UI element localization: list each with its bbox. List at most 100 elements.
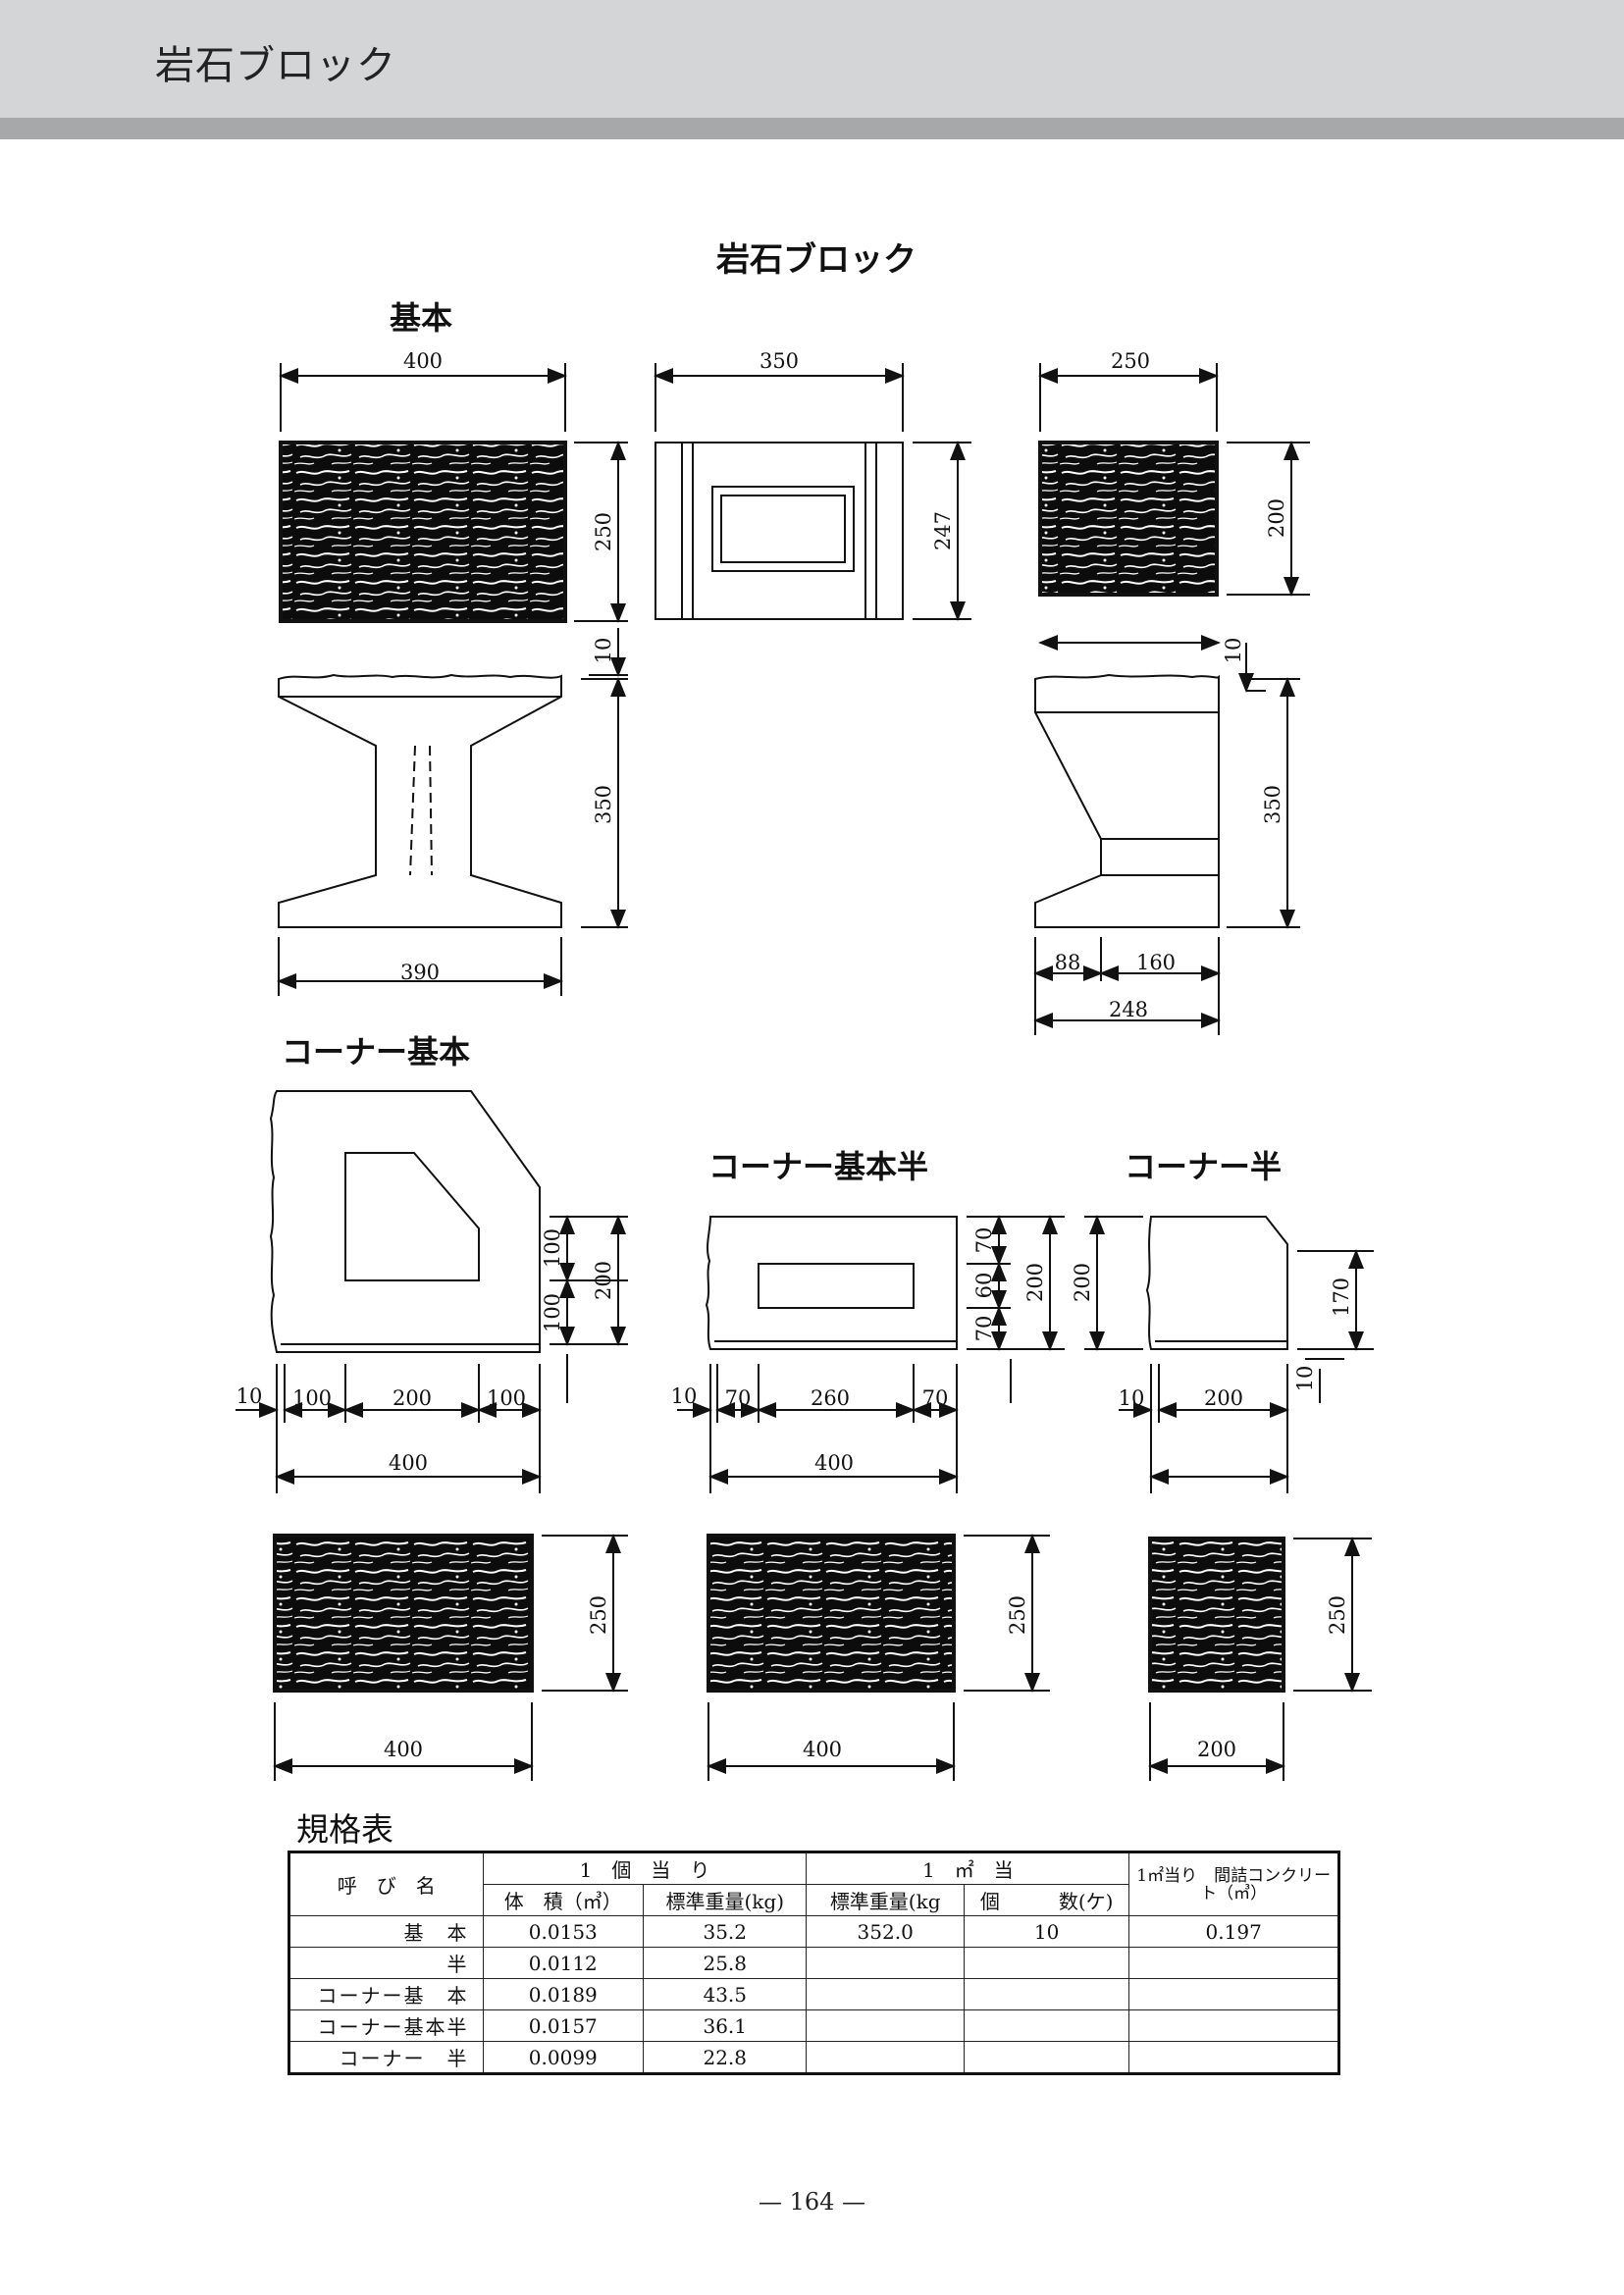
spec-table: 呼 び 名 1 個 当 り 1 ㎡ 当 1㎡当り 間詰コンクリート（㎥） 体 積… bbox=[288, 1851, 1340, 2075]
dim-label: 248 bbox=[1109, 998, 1148, 1021]
cell-volume: 0.0112 bbox=[482, 1947, 645, 1979]
cell-count bbox=[963, 1947, 1130, 1979]
corner-basic-plan bbox=[269, 1090, 541, 1353]
dim-label: 250 bbox=[587, 1595, 610, 1635]
cell-weight-m2: 352.0 bbox=[806, 1915, 965, 1948]
dim-label: 350 bbox=[1261, 785, 1284, 824]
dim-label: 250 bbox=[1326, 1595, 1349, 1635]
header-band bbox=[0, 0, 1624, 118]
cell-weight-m2 bbox=[806, 1978, 965, 2010]
cell-count bbox=[963, 2041, 1130, 2074]
dim-label: 400 bbox=[389, 1451, 428, 1475]
table-row: 基 本 0.0153 35.2 352.0 10 0.197 bbox=[288, 1915, 1339, 1948]
section-label-corner-basic: コーナー基本 bbox=[282, 1033, 470, 1070]
cell-volume: 0.0189 bbox=[482, 1978, 645, 2010]
table-row: コーナー 半 0.0099 22.8 bbox=[288, 2041, 1339, 2074]
cell-weight-m2 bbox=[806, 2041, 965, 2074]
cell-fill bbox=[1128, 1947, 1339, 1979]
corner-half-face bbox=[1148, 1537, 1285, 1693]
drawing-title: 岩石ブロック bbox=[715, 240, 917, 280]
cell-fill bbox=[1128, 1978, 1339, 2010]
header-count: 個 数(ケ) bbox=[963, 1884, 1130, 1916]
corner-basic-half-plan bbox=[705, 1216, 958, 1350]
dim-label: 60 bbox=[972, 1273, 996, 1299]
dim-label: 200 bbox=[1071, 1263, 1094, 1302]
cell-weight: 36.1 bbox=[642, 2009, 808, 2042]
dim-label: 10 bbox=[592, 638, 615, 664]
header-volume: 体 積（㎥） bbox=[482, 1884, 645, 1916]
cell-weight: 35.2 bbox=[642, 1915, 808, 1948]
dim-label: 260 bbox=[811, 1386, 850, 1410]
dim-label: 100 bbox=[541, 1228, 564, 1268]
cell-name: コーナー基本半 bbox=[288, 2009, 484, 2042]
cell-fill: 0.197 bbox=[1128, 1915, 1339, 1948]
dim-label: 200 bbox=[592, 1261, 615, 1300]
section-label-corner-half: コーナー半 bbox=[1125, 1148, 1282, 1185]
dim-label: 10 bbox=[236, 1384, 263, 1408]
basic-top-view bbox=[655, 442, 904, 620]
corner-basic-half-face bbox=[707, 1534, 956, 1693]
corner-half-plan bbox=[1145, 1216, 1288, 1350]
table-header-row: 体 積（㎥） 標準重量(kg) 標準重量(kg 個 数(ケ) bbox=[289, 1884, 1339, 1916]
dim-label: 10 bbox=[671, 1384, 698, 1408]
header-weight-m2: 標準重量(kg bbox=[806, 1884, 965, 1916]
cell-count bbox=[963, 2009, 1130, 2042]
technical-drawing: 岩石ブロック 基本 コーナー基本 コーナー基本半 コーナー半 bbox=[236, 240, 1374, 1781]
dim-label: 10 bbox=[1119, 1386, 1145, 1410]
dim-label: 100 bbox=[487, 1386, 526, 1410]
page-title: 岩石ブロック bbox=[155, 43, 396, 88]
basic-front-face bbox=[279, 441, 567, 623]
dim-label: 160 bbox=[1136, 951, 1176, 974]
cell-weight-m2 bbox=[806, 1947, 965, 1979]
dim-label: 100 bbox=[541, 1293, 564, 1332]
dim-label: 200 bbox=[1023, 1263, 1047, 1302]
cell-weight-m2 bbox=[806, 2009, 965, 2042]
header-fill-concrete: 1㎡当り 間詰コンクリート（㎥） bbox=[1128, 1852, 1339, 1916]
dim-label: 400 bbox=[384, 1738, 423, 1761]
corner-basic-face bbox=[273, 1534, 534, 1693]
header-per-m2: 1 ㎡ 当 bbox=[806, 1852, 1130, 1885]
cell-weight: 25.8 bbox=[642, 1947, 808, 1979]
cell-name: コーナー 半 bbox=[288, 2041, 484, 2074]
table-row: コーナー基 本 0.0189 43.5 bbox=[288, 1978, 1339, 2010]
header-weight: 標準重量(kg) bbox=[642, 1884, 808, 1916]
cell-volume: 0.0153 bbox=[482, 1915, 645, 1948]
dim-label: 400 bbox=[814, 1451, 854, 1475]
dim-label: 200 bbox=[1197, 1738, 1236, 1761]
dim-label: 350 bbox=[592, 785, 615, 824]
dim-label: 70 bbox=[725, 1386, 752, 1410]
basic-i-section bbox=[278, 673, 562, 928]
dim-label: 350 bbox=[760, 349, 799, 373]
basic-side-face bbox=[1038, 441, 1219, 597]
section-label-corner-basic-half: コーナー基本半 bbox=[708, 1148, 928, 1185]
dim-label: 100 bbox=[292, 1386, 332, 1410]
dim-label: 70 bbox=[972, 1316, 996, 1342]
header-per-piece: 1 個 当 り bbox=[482, 1852, 808, 1885]
cell-name: 基 本 bbox=[288, 1915, 484, 1948]
cell-name: 半 bbox=[288, 1947, 484, 1979]
dim-label: 250 bbox=[592, 512, 615, 551]
cell-weight: 22.8 bbox=[642, 2041, 808, 2074]
dim-label: 400 bbox=[403, 349, 443, 373]
header-rule bbox=[0, 118, 1624, 139]
cell-fill bbox=[1128, 2041, 1339, 2074]
dim-label: 70 bbox=[972, 1227, 996, 1254]
dim-label: 247 bbox=[931, 511, 955, 550]
dim-label: 250 bbox=[1006, 1595, 1029, 1635]
cell-fill bbox=[1128, 2009, 1339, 2042]
section-label-basic: 基本 bbox=[390, 299, 452, 337]
cell-weight: 43.5 bbox=[642, 1978, 808, 2010]
basic-side-profile bbox=[1034, 673, 1220, 928]
dim-label: 10 bbox=[1222, 638, 1245, 664]
table-row: 半 0.0112 25.8 bbox=[288, 1947, 1339, 1979]
dim-label: 400 bbox=[803, 1738, 842, 1761]
dim-label: 390 bbox=[400, 961, 440, 984]
dim-label: 170 bbox=[1330, 1278, 1353, 1317]
dim-label: 200 bbox=[1265, 498, 1288, 538]
dim-label: 200 bbox=[393, 1386, 432, 1410]
table-header-row: 呼 び 名 1 個 当 り 1 ㎡ 当 1㎡当り 間詰コンクリート（㎥） bbox=[288, 1852, 1339, 1916]
cell-count: 10 bbox=[963, 1915, 1130, 1948]
dim-label: 250 bbox=[1111, 349, 1150, 373]
dim-label: 200 bbox=[1204, 1386, 1243, 1410]
header-name: 呼 び 名 bbox=[288, 1852, 484, 1916]
